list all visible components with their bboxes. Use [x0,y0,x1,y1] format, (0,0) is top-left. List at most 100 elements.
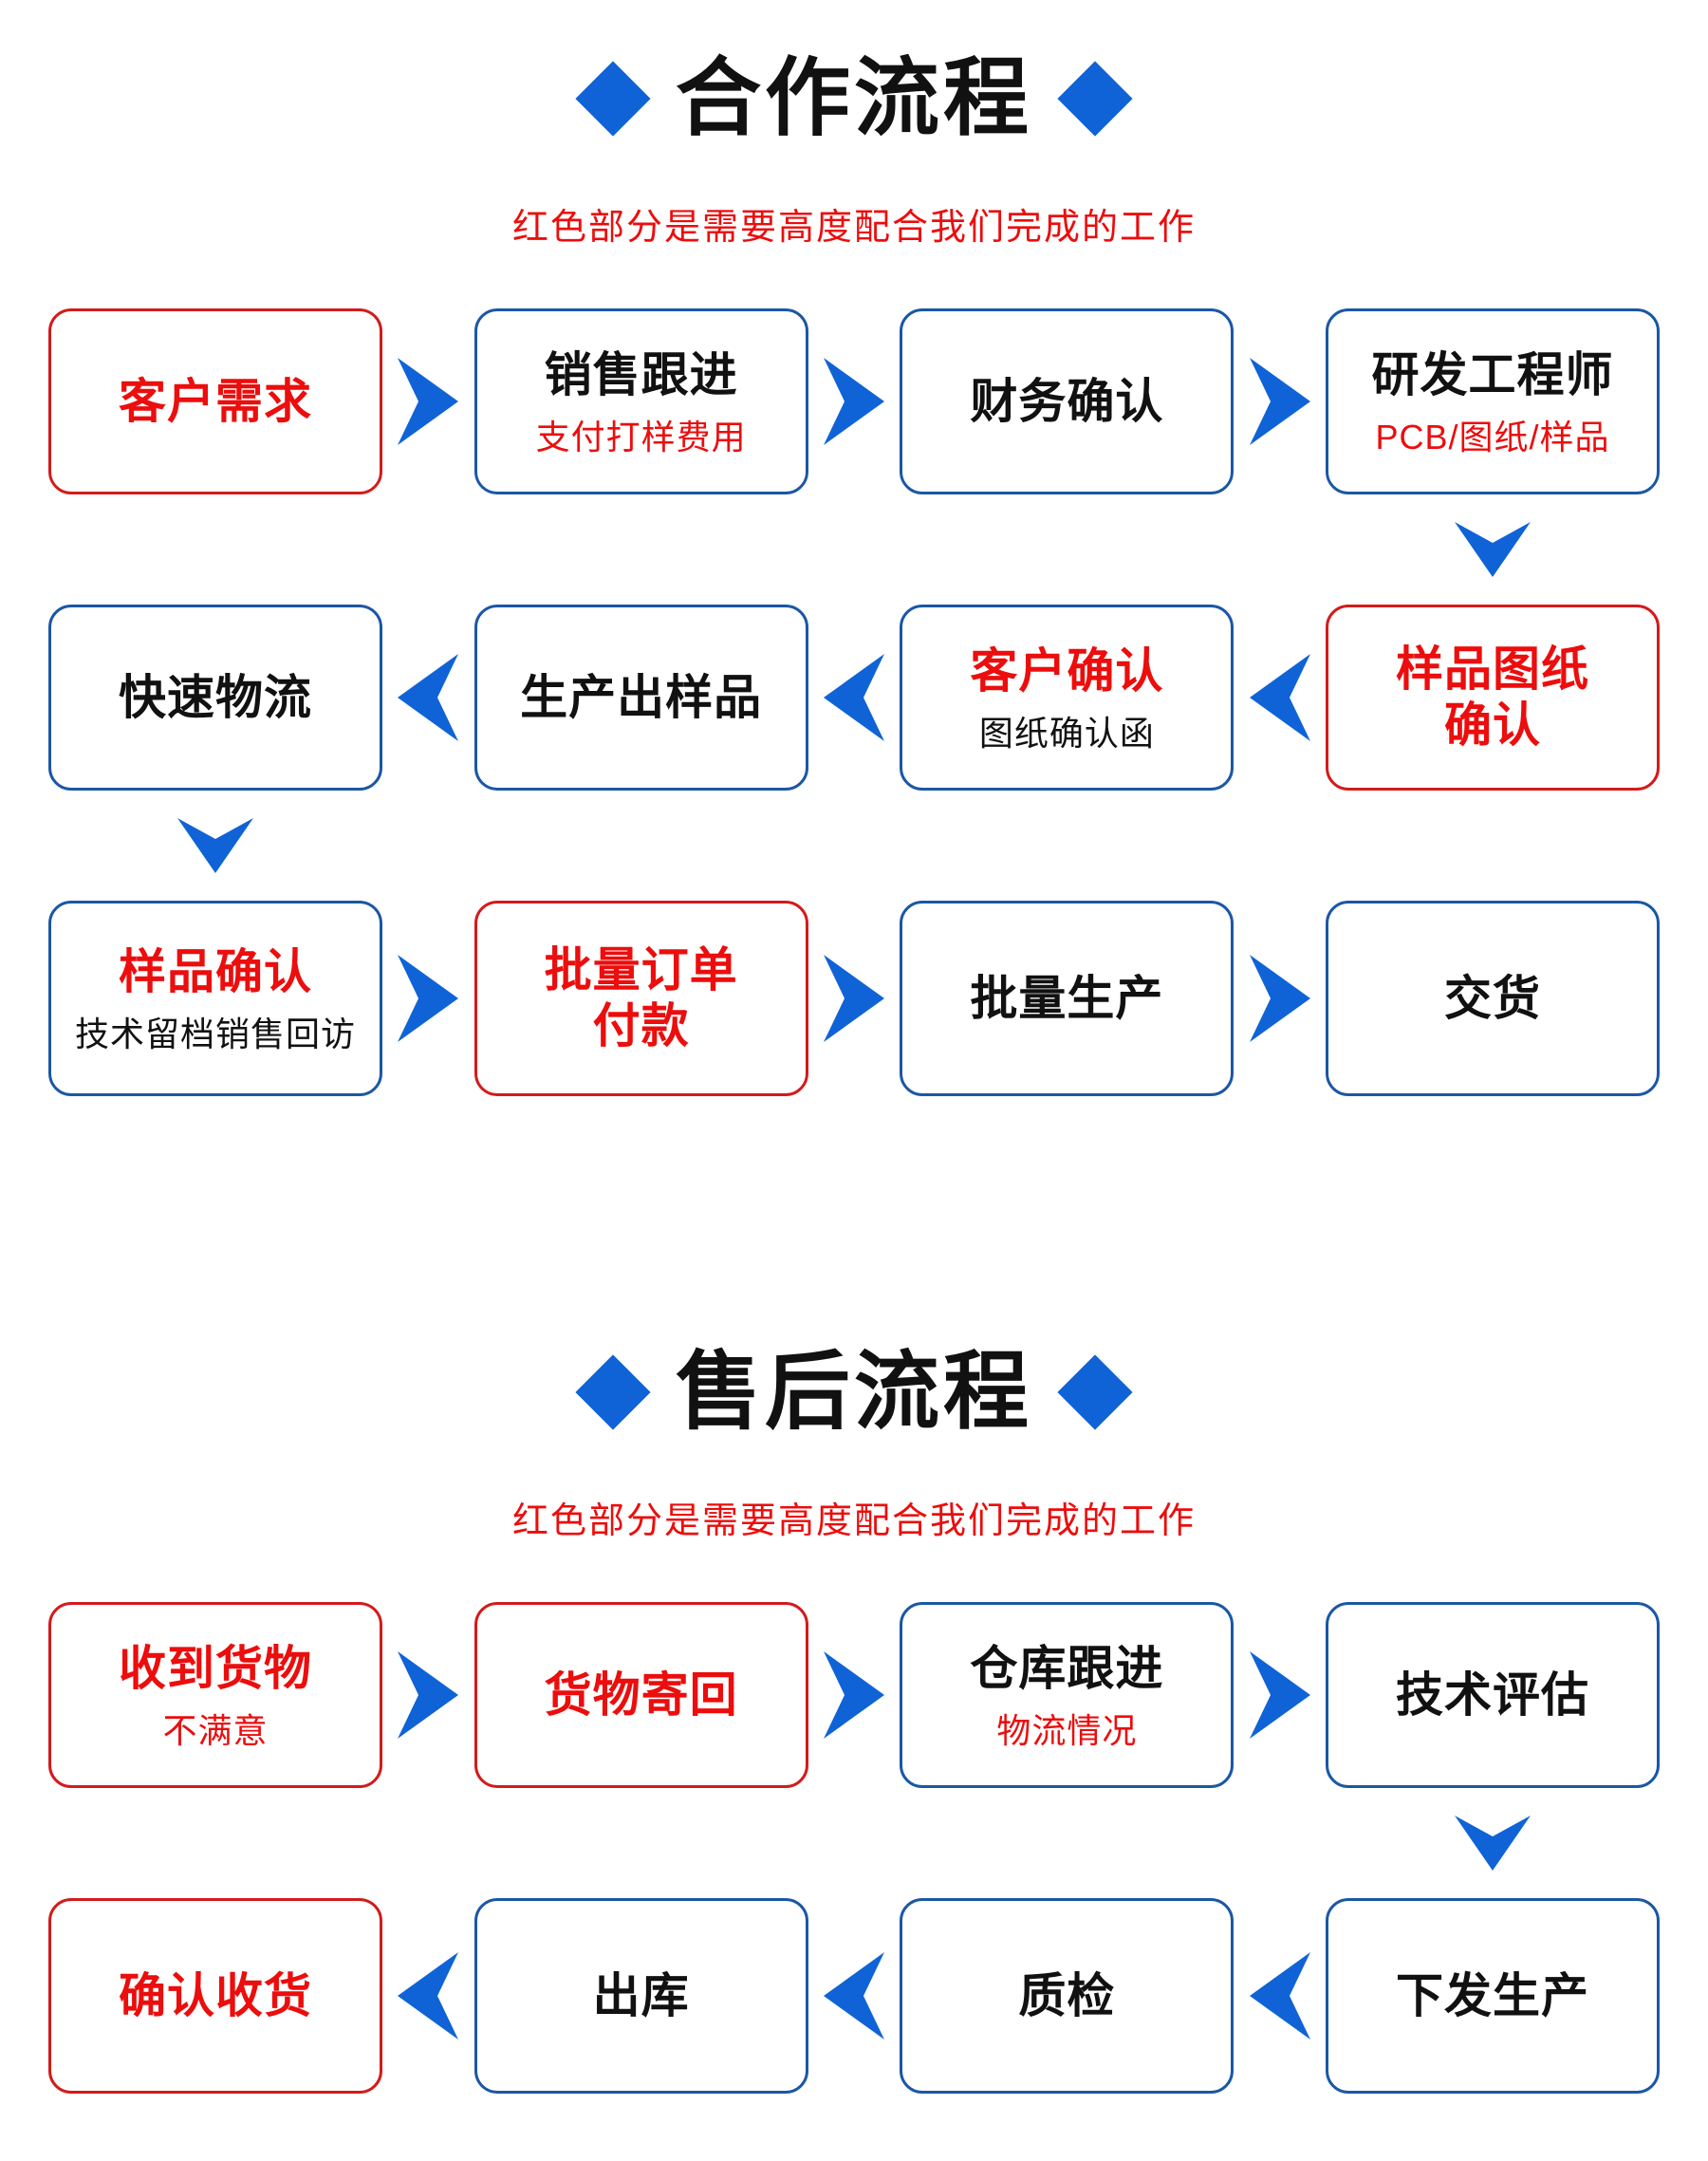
flow-box-cooperation-process-0-2: 财务确认 [900,308,1235,494]
arrow-right-icon [1249,358,1310,445]
box-label: 快速物流 [119,670,312,724]
box-label: 样品图纸 确认 [1396,643,1590,752]
arrow-right-icon [398,1651,459,1739]
section-title: 售后流程 [676,1345,1032,1440]
flow-row: 样品确认技术留档销售回访 批量订单 付款 批量生产 交货 [48,901,1661,1096]
diamond-icon [575,1354,651,1430]
flow-box-aftersales-process-0-1: 货物寄回 [473,1602,808,1788]
box-label: 客户需求 [119,374,312,428]
sections-container: 合作流程红色部分是需要高度配合我们完成的工作客户需求销售跟进支付打样费用财务确认… [0,42,1708,2094]
section-cooperation-process: 合作流程红色部分是需要高度配合我们完成的工作客户需求 销售跟进支付打样费用 财务确认… [0,42,1708,1096]
connector-row [48,791,1660,901]
arrow-down-icon [177,818,253,873]
diamond-icon [575,61,651,137]
flow-box-cooperation-process-2-3: 交货 [1326,901,1661,1096]
arrow-cell [382,901,474,1096]
flow-grid: 客户需求 销售跟进支付打样费用 财务确认 研发工程师 PCB/图纸/样品快速物流 生产出样… [48,308,1661,1096]
box-subtext: 支付打样费用 [535,417,747,456]
arrow-left-icon [824,1952,884,2040]
arrow-right-icon [824,955,884,1042]
flow-box-cooperation-process-1-1: 生产出样品 [473,605,808,791]
arrow-right-icon [1249,1651,1310,1739]
flow-box-aftersales-process-1-1: 出库 [473,1898,808,2094]
flow-box-cooperation-process-2-2: 批量生产 [900,901,1235,1096]
flow-row: 确认收货 出库 质检 下发生产 [48,1898,1661,2094]
box-label: 确认收货 [119,1968,312,2022]
box-label: 出库 [592,1968,690,2022]
arrow-cell [808,901,900,1096]
arrow-cell [1234,901,1326,1096]
connector-row [48,1788,1660,1898]
flow-box-aftersales-process-0-0: 收到货物不满意 [48,1602,382,1788]
arrow-right-icon [1249,955,1310,1042]
box-subtext: 图纸确认函 [978,713,1155,753]
section-subtitle: 红色部分是需要高度配合我们完成的工作 [511,208,1196,248]
box-label: 下发生产 [1396,1968,1590,2022]
box-label: 财务确认 [970,374,1164,428]
arrow-left-icon [824,654,884,741]
arrow-cell [1234,605,1326,791]
flow-row: 收到货物不满意 货物寄回 仓库跟进物流情况 技术评估 [48,1602,1661,1788]
box-label: 技术评估 [1396,1667,1590,1722]
arrow-left-icon [398,1952,459,2040]
arrow-left-icon [1249,1952,1310,2040]
arrow-cell [382,308,474,494]
box-label: 销售跟进 [544,347,738,401]
arrow-cell [808,1602,900,1788]
section-title-row: 合作流程 [0,42,1708,156]
box-label: 质检 [1018,1968,1116,2022]
flow-box-cooperation-process-2-0: 样品确认技术留档销售回访 [48,901,382,1096]
arrow-left-icon [1249,654,1310,741]
section-subtitle: 红色部分是需要高度配合我们完成的工作 [511,1501,1196,1541]
flow-box-aftersales-process-0-2: 仓库跟进物流情况 [900,1602,1235,1788]
box-label: 批量订单 付款 [544,943,738,1053]
flow-box-aftersales-process-1-0: 确认收货 [48,1898,382,2094]
box-label: 生产出样品 [520,670,763,724]
arrow-right-icon [398,955,459,1042]
connector-cell [1326,518,1660,581]
box-subtext: PCB/图纸/样品 [1375,417,1610,456]
box-label: 样品确认 [119,944,312,998]
arrow-cell [1234,308,1326,494]
box-label: 仓库跟进 [970,1641,1164,1695]
box-label: 客户确认 [970,643,1164,698]
box-label: 货物寄回 [544,1667,738,1722]
arrow-cell [808,1898,900,2094]
arrow-down-icon [1454,522,1531,577]
arrow-cell [382,1602,474,1788]
section-title-row: 售后流程 [0,1335,1708,1449]
section-aftersales-process: 售后流程红色部分是需要高度配合我们完成的工作收到货物不满意 货物寄回 仓库跟进物流情… [0,1096,1708,2094]
box-label: 收到货物 [119,1641,312,1695]
flow-box-cooperation-process-1-2: 客户确认图纸确认函 [900,605,1235,791]
arrow-cell [1234,1602,1326,1788]
arrow-left-icon [398,654,459,741]
flow-row: 快速物流 生产出样品 客户确认图纸确认函 样品图纸 确认 [48,605,1661,791]
box-subtext: 不满意 [162,1710,269,1750]
box-label: 研发工程师 [1371,347,1614,401]
flow-row: 客户需求 销售跟进支付打样费用 财务确认 研发工程师 PCB/图纸/样品 [48,308,1661,494]
flow-box-cooperation-process-1-0: 快速物流 [48,605,382,791]
flow-box-aftersales-process-1-2: 质检 [900,1898,1235,2094]
box-subtext: 技术留档销售回访 [74,1014,356,1053]
box-label: 交货 [1444,971,1542,1025]
diamond-icon [1057,61,1133,137]
arrow-cell [382,1898,474,2094]
arrow-right-icon [398,358,459,445]
flow-box-cooperation-process-1-3: 样品图纸 确认 [1326,605,1661,791]
connector-cell [1326,1812,1660,1874]
arrow-cell [382,605,474,791]
arrow-right-icon [824,1651,884,1739]
flow-box-cooperation-process-2-1: 批量订单 付款 [473,901,808,1096]
flow-box-cooperation-process-0-3: 研发工程师 PCB/图纸/样品 [1326,308,1661,494]
arrow-cell [808,605,900,791]
section-title: 合作流程 [676,51,1032,146]
arrow-cell [808,308,900,494]
flow-box-aftersales-process-0-3: 技术评估 [1326,1602,1661,1788]
diamond-icon [1057,1354,1133,1430]
connector-row [48,494,1660,605]
arrow-cell [1234,1898,1326,2094]
box-label: 批量生产 [970,971,1164,1025]
flow-grid: 收到货物不满意 货物寄回 仓库跟进物流情况 技术评估确认收货 出库 质检 下发生产 [48,1602,1661,2094]
arrow-right-icon [824,358,884,445]
